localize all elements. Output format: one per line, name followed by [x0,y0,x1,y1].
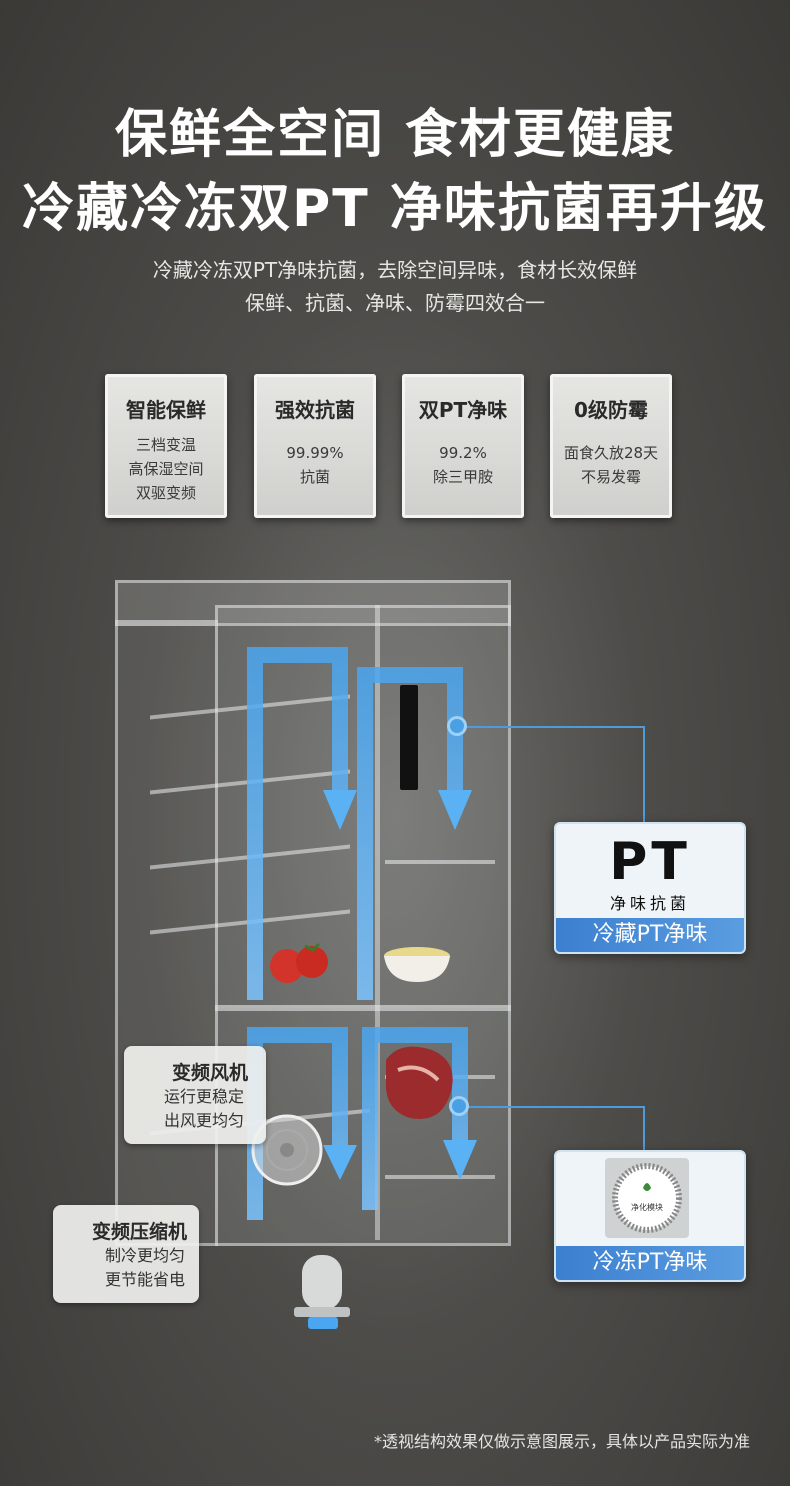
headline-line-1: 保鲜全空间 食材更健康 [114,105,676,165]
feature-line: 99.99% [286,444,344,462]
feature-line: 99.2% [439,444,487,462]
feature-title: 双PT净味 [418,398,508,422]
feature-line: 抗菌 [299,468,330,486]
tomato-icon [270,942,328,983]
feature-title: 0级防霉 [574,398,648,422]
filter-module-icon [612,1163,682,1233]
shelf [385,860,495,864]
tag-line: 制冷更均匀 [104,1246,185,1265]
subtitle-line-2: 保鲜、抗菌、净味、防霉四效合一 [245,291,545,315]
door-divider [375,605,380,1240]
callout-fridge-pt: PT 净味抗菌 冷藏PT净味 [554,822,746,954]
fridge-top [115,580,511,626]
feature-line: 三档变温 [135,436,196,454]
shelf [385,1175,495,1179]
tag-inverter-compressor: 变频压缩机 制冷更均匀 更节能省电 [53,1205,199,1303]
pt-logo: PT [609,832,691,892]
tag-line: 更节能省电 [104,1270,185,1289]
compressor-icon [294,1255,350,1329]
leader-line-freezer [643,1106,645,1152]
headline-line-2: 冷藏冷冻双PT 净味抗菌再升级 [22,179,768,239]
feature-line: 双驱变频 [135,484,196,502]
callout-freezer-pt: 净化模块 冷冻PT净味 [554,1150,746,1282]
pt-logo-subtitle: 净味抗菌 [609,894,690,913]
feature-line: 高保湿空间 [128,460,204,478]
feature-card-smart-fresh: 智能保鲜 三档变温 高保湿空间 双驱变频 [105,374,227,518]
feature-line: 面食久放28天 [563,444,659,462]
fridge-illustration [110,575,515,1265]
leader-line-freezer [458,1106,644,1108]
tag-line: 出风更均匀 [163,1111,244,1130]
filter-module-image: 净化模块 [605,1158,689,1238]
control-display [400,685,418,790]
feature-card-dual-pt: 双PT净味 99.2% 除三甲胺 [402,374,524,518]
feature-title: 智能保鲜 [126,398,206,422]
feature-card-anti-mold: 0级防霉 面食久放28天 不易发霉 [550,374,672,518]
fan-icon [251,1114,323,1186]
callout-label: 冷冻PT净味 [556,1246,744,1280]
disclaimer: *透视结构效果仅做示意图展示，具体以产品实际为准 [373,1432,750,1451]
meat-icon [385,1046,453,1120]
leader-line-fridge [456,726,644,728]
feature-card-antibacterial: 强效抗菌 99.99% 抗菌 [254,374,376,518]
tag-title: 变频压缩机 [91,1221,187,1243]
bowl-icon [384,947,450,982]
filter-badge-text: 净化模块 [631,1203,663,1212]
feature-line: 不易发霉 [580,468,641,486]
tag-inverter-fan: 变频风机 运行更稳定 出风更均匀 [124,1046,266,1144]
feature-line: 除三甲胺 [432,468,493,486]
tag-title: 变频风机 [171,1062,248,1084]
callout-label: 冷藏PT净味 [556,918,744,952]
tag-line: 运行更稳定 [163,1087,244,1106]
feature-title: 强效抗菌 [275,398,355,422]
subtitle-line-1: 冷藏冷冻双PT净味抗菌，去除空间异味，食材长效保鲜 [152,258,638,282]
callout-dot-freezer [452,1099,466,1113]
callout-dot-fridge [450,719,464,733]
leader-line-fridge [643,726,645,824]
